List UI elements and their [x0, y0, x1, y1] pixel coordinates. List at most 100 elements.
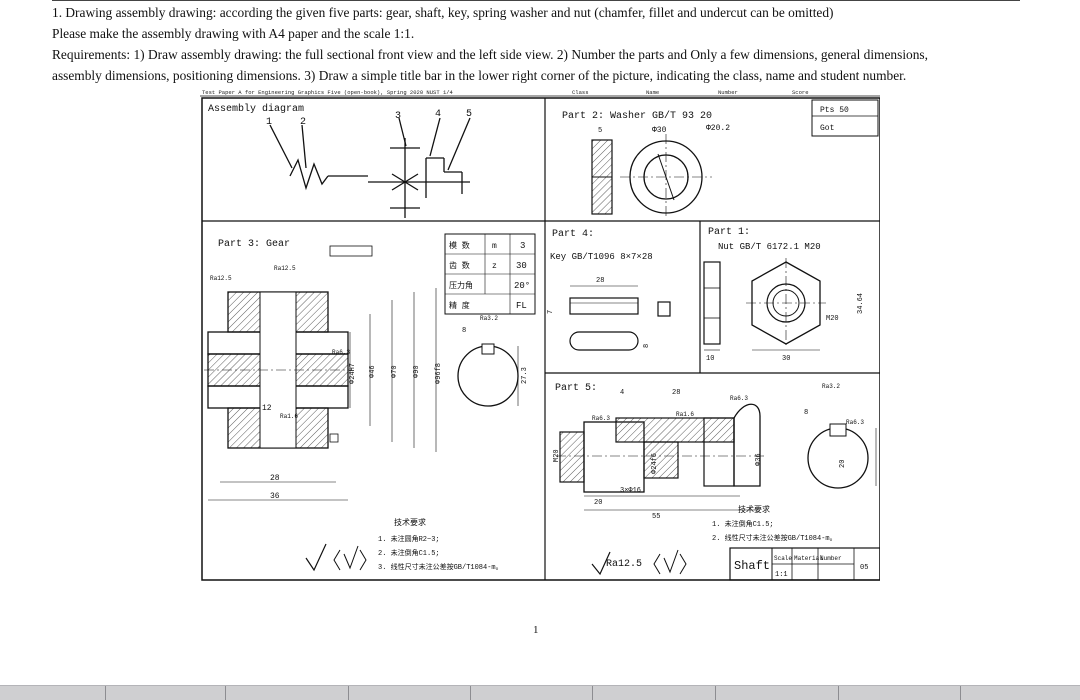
- washer-dim: 5: [598, 127, 602, 135]
- gear-table-cell: 30: [516, 261, 527, 271]
- key-dim: 28: [596, 277, 604, 285]
- nut-spec: Nut GB/T 6172.1 M20: [718, 242, 821, 252]
- gear-roughness: Ra3.2: [480, 315, 498, 322]
- taskbar: [0, 685, 1080, 700]
- sheet-header-title: Test Paper A for Engineering Graphics Fi…: [202, 89, 454, 96]
- shaft-dim: 20: [594, 499, 602, 507]
- instruction-line: Requirements: 1) Draw assembly drawing: …: [52, 47, 928, 62]
- shaft-requirement: 1. 未注倒角C1.5;: [712, 519, 774, 529]
- header-name-label: Name: [646, 89, 659, 96]
- gear-requirement: 3. 线性尺寸未注公差按GB/T1084-m。: [378, 562, 503, 572]
- gear-table-cell: 精 度: [449, 300, 470, 311]
- top-rule: [52, 0, 1020, 1]
- shaft-view: 4 28 M20 Φ24f6 Φ36 3×Φ16 20 55 8 20 Ra6.…: [553, 383, 877, 521]
- assembly-title: Assembly diagram: [208, 103, 304, 115]
- shaft-dim: 55: [652, 513, 660, 521]
- page-number: 1: [533, 624, 539, 636]
- gear-dim: Φ24H7: [349, 363, 357, 384]
- gear-roughness: Ra12.5: [274, 265, 296, 272]
- header-number-label: Number: [718, 89, 738, 96]
- shaft-requirements-title: 技术要求: [738, 504, 770, 515]
- gear-requirement: 1. 未注圆角R2~3;: [378, 534, 440, 544]
- assembly-number-1: 1: [266, 117, 272, 128]
- gear-roughness: Ra1.6: [280, 413, 298, 420]
- title-block-col: Number: [820, 555, 842, 562]
- title-block-col: Scale: [774, 555, 792, 562]
- shaft-roughness: Ra3.2: [822, 383, 840, 390]
- header-class-label: Class: [572, 89, 589, 96]
- gear-requirement: 2. 未注倒角C1.5;: [378, 548, 440, 558]
- gear-side-view: 27.3 8: [457, 327, 529, 407]
- gear-table-cell: 模 数: [449, 240, 470, 251]
- title-block-col: Material: [794, 555, 823, 562]
- header-score-label: Score: [792, 89, 809, 96]
- gear-requirements-title: 技术要求: [394, 517, 426, 528]
- gear-dim: Φ70: [391, 365, 399, 378]
- gear-dim: Φ96f8: [435, 363, 443, 384]
- sheet-frame: [201, 97, 880, 581]
- gear-table-cell: 20°: [514, 281, 530, 291]
- nut-dim: 30: [782, 355, 790, 363]
- gear-dim: 36: [270, 492, 280, 501]
- gear-dim: Φ90: [413, 365, 421, 378]
- shaft-dim: 20: [839, 460, 847, 468]
- instruction-line: 1. Drawing assembly drawing: according t…: [52, 5, 834, 20]
- key-dim: 7: [547, 310, 555, 314]
- got-label: Got: [820, 124, 834, 133]
- gear-table-cell: 压力角: [449, 280, 473, 291]
- part3-title: Part 3: Gear: [218, 239, 290, 250]
- part5-title: Part 5:: [555, 383, 597, 394]
- washer-dim: Φ30: [652, 126, 667, 135]
- shaft-dim: M20: [553, 449, 561, 462]
- assembly-number-3: 3: [395, 111, 401, 122]
- key-view: 28 7 8: [547, 277, 671, 351]
- pts-label: Pts 50: [820, 106, 849, 115]
- title-block: Shaft Scale Material Number 1:1 05: [729, 547, 880, 581]
- part4-title: Part 4:: [552, 229, 594, 240]
- shaft-dim: 4: [620, 389, 624, 397]
- instructions: 1. Drawing assembly drawing: according t…: [52, 2, 1027, 86]
- part2-title: Part 2: Washer GB/T 93 20: [562, 110, 712, 122]
- title-block-scale: 1:1: [775, 571, 788, 579]
- nut-dim: 34.64: [857, 293, 865, 314]
- assembly-schematic: [269, 117, 471, 218]
- gear-roughness: Ra6.3: [332, 349, 350, 356]
- gear-section-view: 28 36 12 Φ24H7 Φ46 Φ70 Φ90 Φ96f8 Ra12.5 …: [204, 265, 498, 501]
- shaft-roughness: Ra6.3: [730, 395, 748, 402]
- title-block-name: Shaft: [734, 559, 770, 573]
- assembly-number-5: 5: [466, 109, 472, 120]
- shaft-roughness: Ra6.3: [846, 419, 864, 426]
- shaft-dim: 8: [804, 409, 808, 417]
- washer-view: [591, 134, 712, 218]
- gear-table-cell: 齿 数: [449, 260, 470, 271]
- gear-dim: 28: [270, 474, 280, 483]
- gear-dim: 12: [262, 404, 272, 413]
- gear-table-cell: z: [492, 262, 497, 271]
- key-dim: 8: [643, 344, 651, 348]
- key-spec: Key GB/T1096 8×7×28: [550, 252, 653, 262]
- instruction-line: assembly dimensions, positioning dimensi…: [52, 68, 907, 83]
- assembly-number-2: 2: [300, 117, 306, 128]
- nut-dim: M20: [826, 315, 839, 323]
- assembly-number-4: 4: [435, 109, 441, 120]
- title-block-code: 05: [860, 564, 868, 572]
- shaft-roughness-symbol: [591, 551, 611, 576]
- washer-dim: Φ20.2: [706, 124, 730, 133]
- shaft-requirement: 2. 线性尺寸未注公差按GB/T1084-m。: [712, 533, 837, 543]
- shaft-dim: Φ36: [755, 453, 763, 466]
- shaft-dim: Φ24f6: [651, 453, 659, 474]
- shaft-dim: 3×Φ16: [620, 487, 641, 495]
- shaft-dim: 28: [672, 389, 680, 397]
- gear-dim: 27.3: [521, 367, 529, 384]
- nut-dim: 10: [706, 355, 714, 363]
- gear-roughness: Ra12.5: [210, 275, 232, 282]
- drawing-sheet: Test Paper A for Engineering Graphics Fi…: [200, 89, 880, 581]
- part1-title: Part 1:: [708, 227, 750, 238]
- instruction-line: Please make the assembly drawing with A4…: [52, 26, 415, 41]
- gear-table-cell: m: [492, 242, 497, 251]
- score-box: [811, 99, 879, 137]
- gear-param-table: 模 数 m 3 齿 数 z 30 压力角 20° 精 度 FL: [444, 233, 536, 315]
- gear-dim: 8: [462, 327, 466, 335]
- gear-table-cell: 3: [520, 241, 525, 251]
- nut-view: 10 30 34.64 M20: [703, 258, 865, 363]
